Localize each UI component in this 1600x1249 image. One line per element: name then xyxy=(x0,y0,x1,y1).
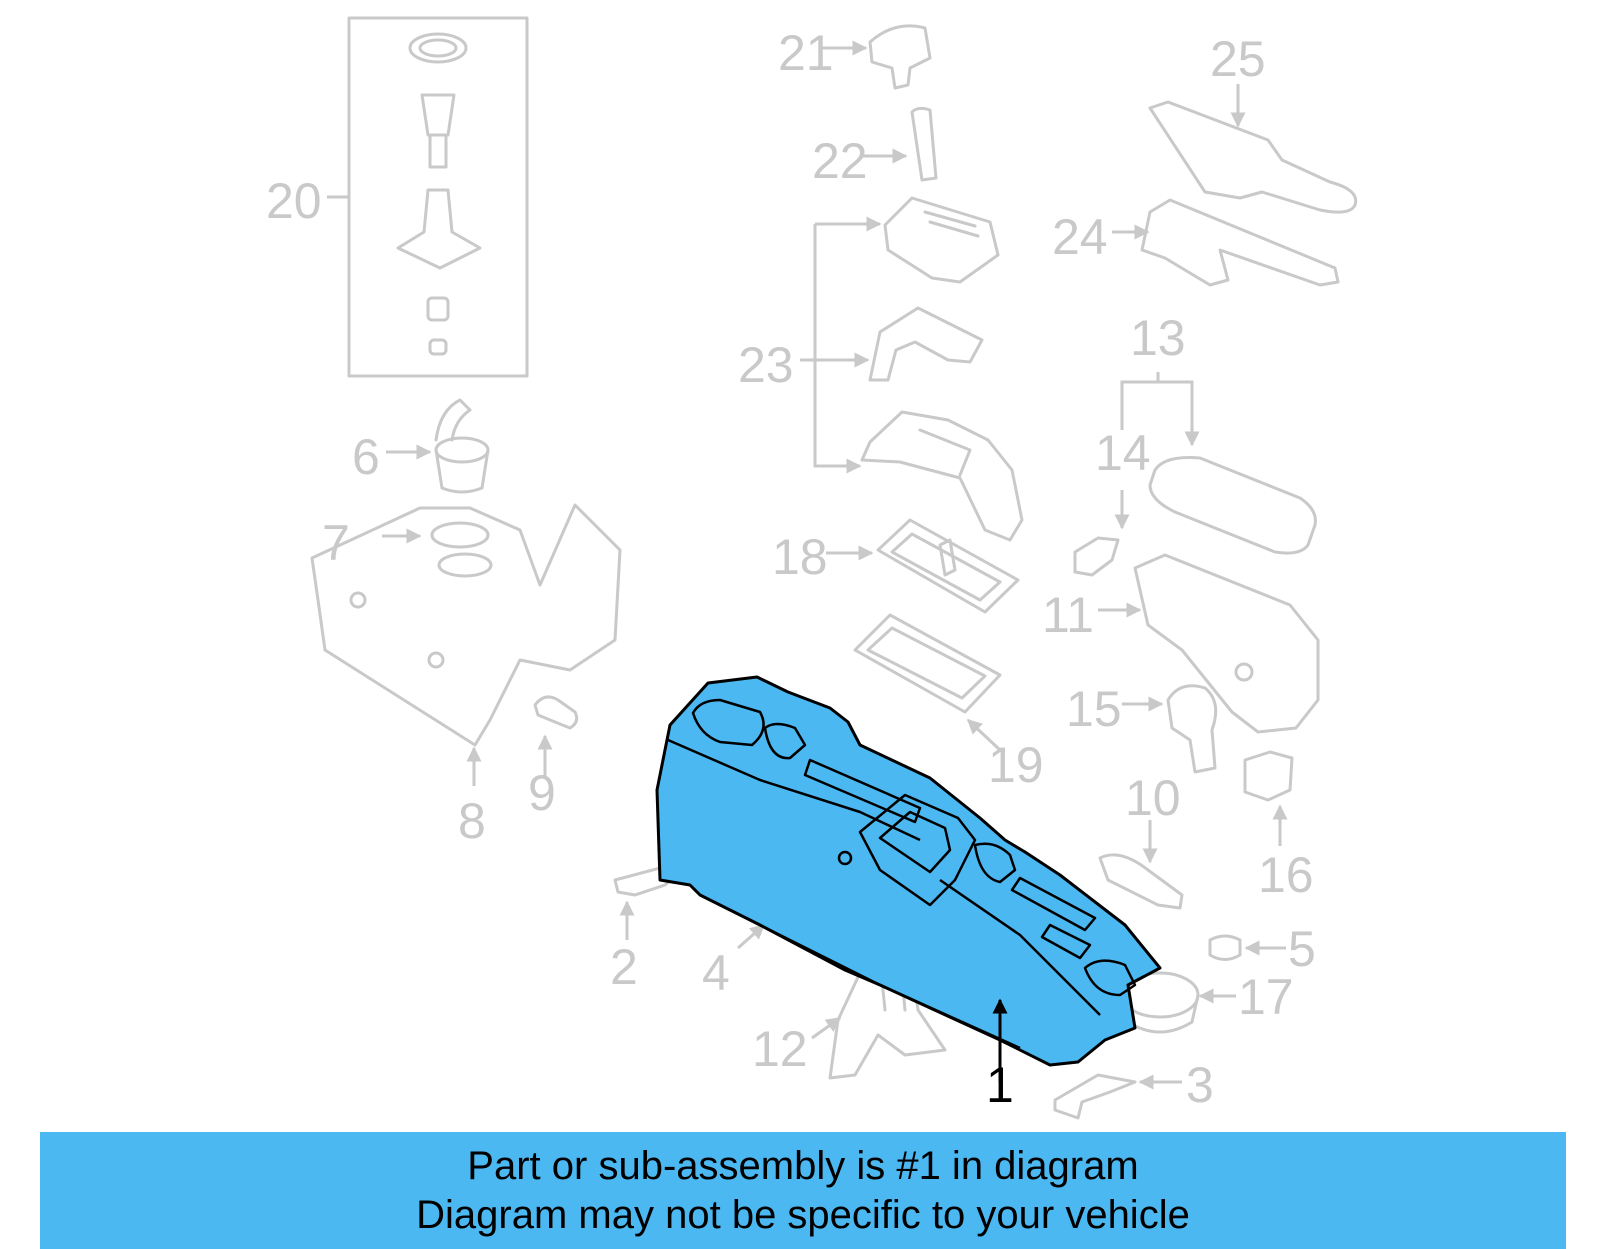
part-22: 22 xyxy=(812,106,938,189)
part-24-parking-brake: 24 xyxy=(1052,198,1340,287)
callout-14: 14 xyxy=(1095,425,1151,481)
callout-11: 11 xyxy=(1042,587,1094,643)
part-11-armrest-base: 11 xyxy=(1042,553,1320,734)
part-9: 9 xyxy=(528,695,579,821)
callout-9: 9 xyxy=(528,765,556,821)
callout-18: 18 xyxy=(772,529,828,585)
callout-24: 24 xyxy=(1052,209,1108,265)
callout-19: 19 xyxy=(988,737,1044,793)
callout-23: 23 xyxy=(738,337,794,393)
callout-13: 13 xyxy=(1130,310,1186,366)
callout-20: 20 xyxy=(266,173,322,229)
part-17-cup-holder: 17 xyxy=(1120,969,1294,1034)
part-3: 3 xyxy=(1053,1057,1214,1120)
callout-12: 12 xyxy=(752,1021,808,1077)
part-20-shift-knob-kit: 20 xyxy=(266,16,529,378)
part-5: 5 xyxy=(1208,921,1316,977)
callout-10: 10 xyxy=(1125,770,1181,826)
callout-5: 5 xyxy=(1288,921,1316,977)
callout-17: 17 xyxy=(1238,969,1294,1025)
part-15: 15 xyxy=(1066,681,1218,774)
part-8-console-housing: 7 8 xyxy=(310,503,622,849)
part-6-cup-insert: 6 xyxy=(352,398,490,494)
part-16: 16 xyxy=(1243,750,1314,903)
callout-4: 4 xyxy=(702,945,730,1001)
banner-line-2: Diagram may not be specific to your vehi… xyxy=(416,1193,1190,1237)
callout-15: 15 xyxy=(1066,681,1122,737)
part-18-shift-bezel: 18 xyxy=(772,518,1020,614)
callout-1: 1 xyxy=(986,1057,1014,1113)
banner-line-1: Part or sub-assembly is #1 in diagram xyxy=(467,1144,1139,1188)
part-25-boot-trim: 25 xyxy=(1148,31,1358,214)
part-19-trim-frame: 19 xyxy=(853,613,1044,793)
callout-16: 16 xyxy=(1258,847,1314,903)
part-23-shifter-assembly: 23 xyxy=(738,196,1024,542)
callout-2: 2 xyxy=(610,939,638,995)
callout-21: 21 xyxy=(778,25,834,81)
callout-8: 8 xyxy=(458,793,486,849)
part-13-armrest-lid: 13 xyxy=(1120,310,1317,555)
part-14: 14 xyxy=(1073,425,1151,577)
callout-3: 3 xyxy=(1186,1057,1214,1113)
info-banner: Part or sub-assembly is #1 in diagram Di… xyxy=(40,1132,1566,1249)
callout-6: 6 xyxy=(352,429,380,485)
callout-22: 22 xyxy=(812,133,868,189)
part-10: 10 xyxy=(1098,770,1184,910)
part-21: 21 xyxy=(778,24,932,90)
callout-7: 7 xyxy=(322,515,350,571)
part-1-floor-console-highlighted: 1 xyxy=(655,675,1162,1113)
callout-25: 25 xyxy=(1210,31,1266,87)
